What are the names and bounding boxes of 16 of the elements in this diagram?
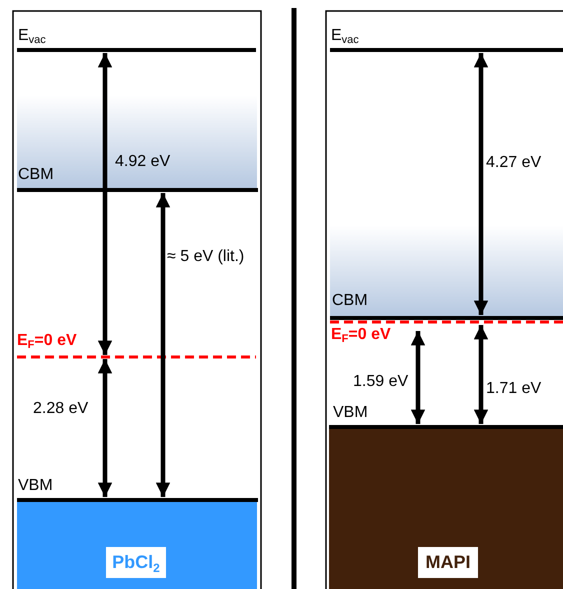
material-label: PbCl$_{2}$: [106, 547, 166, 578]
fermi-level-label: E$_{F}$=0 eV: [331, 326, 391, 344]
level-label: CBM: [18, 166, 54, 184]
energy-value: 4.92 eV: [115, 153, 170, 171]
energy-value: 1.59 eV: [353, 373, 408, 391]
energy-value: 1.71 eV: [486, 380, 542, 398]
energy-value: 4.27 eV: [486, 154, 542, 172]
fermi-level-label: E$_{F}$=0 eV: [17, 332, 77, 350]
level-label: VBM: [18, 477, 53, 495]
energy-value: ≈ 5 eV (lit.): [167, 248, 244, 266]
energy-value: 2.28 eV: [33, 400, 88, 418]
material-label: MAPI: [418, 547, 478, 578]
level-label: VBM: [333, 404, 368, 422]
level-label: CBM: [332, 292, 368, 310]
level-label: E$_{vac}$: [331, 27, 359, 45]
level-label: E$_{vac}$: [18, 27, 46, 45]
